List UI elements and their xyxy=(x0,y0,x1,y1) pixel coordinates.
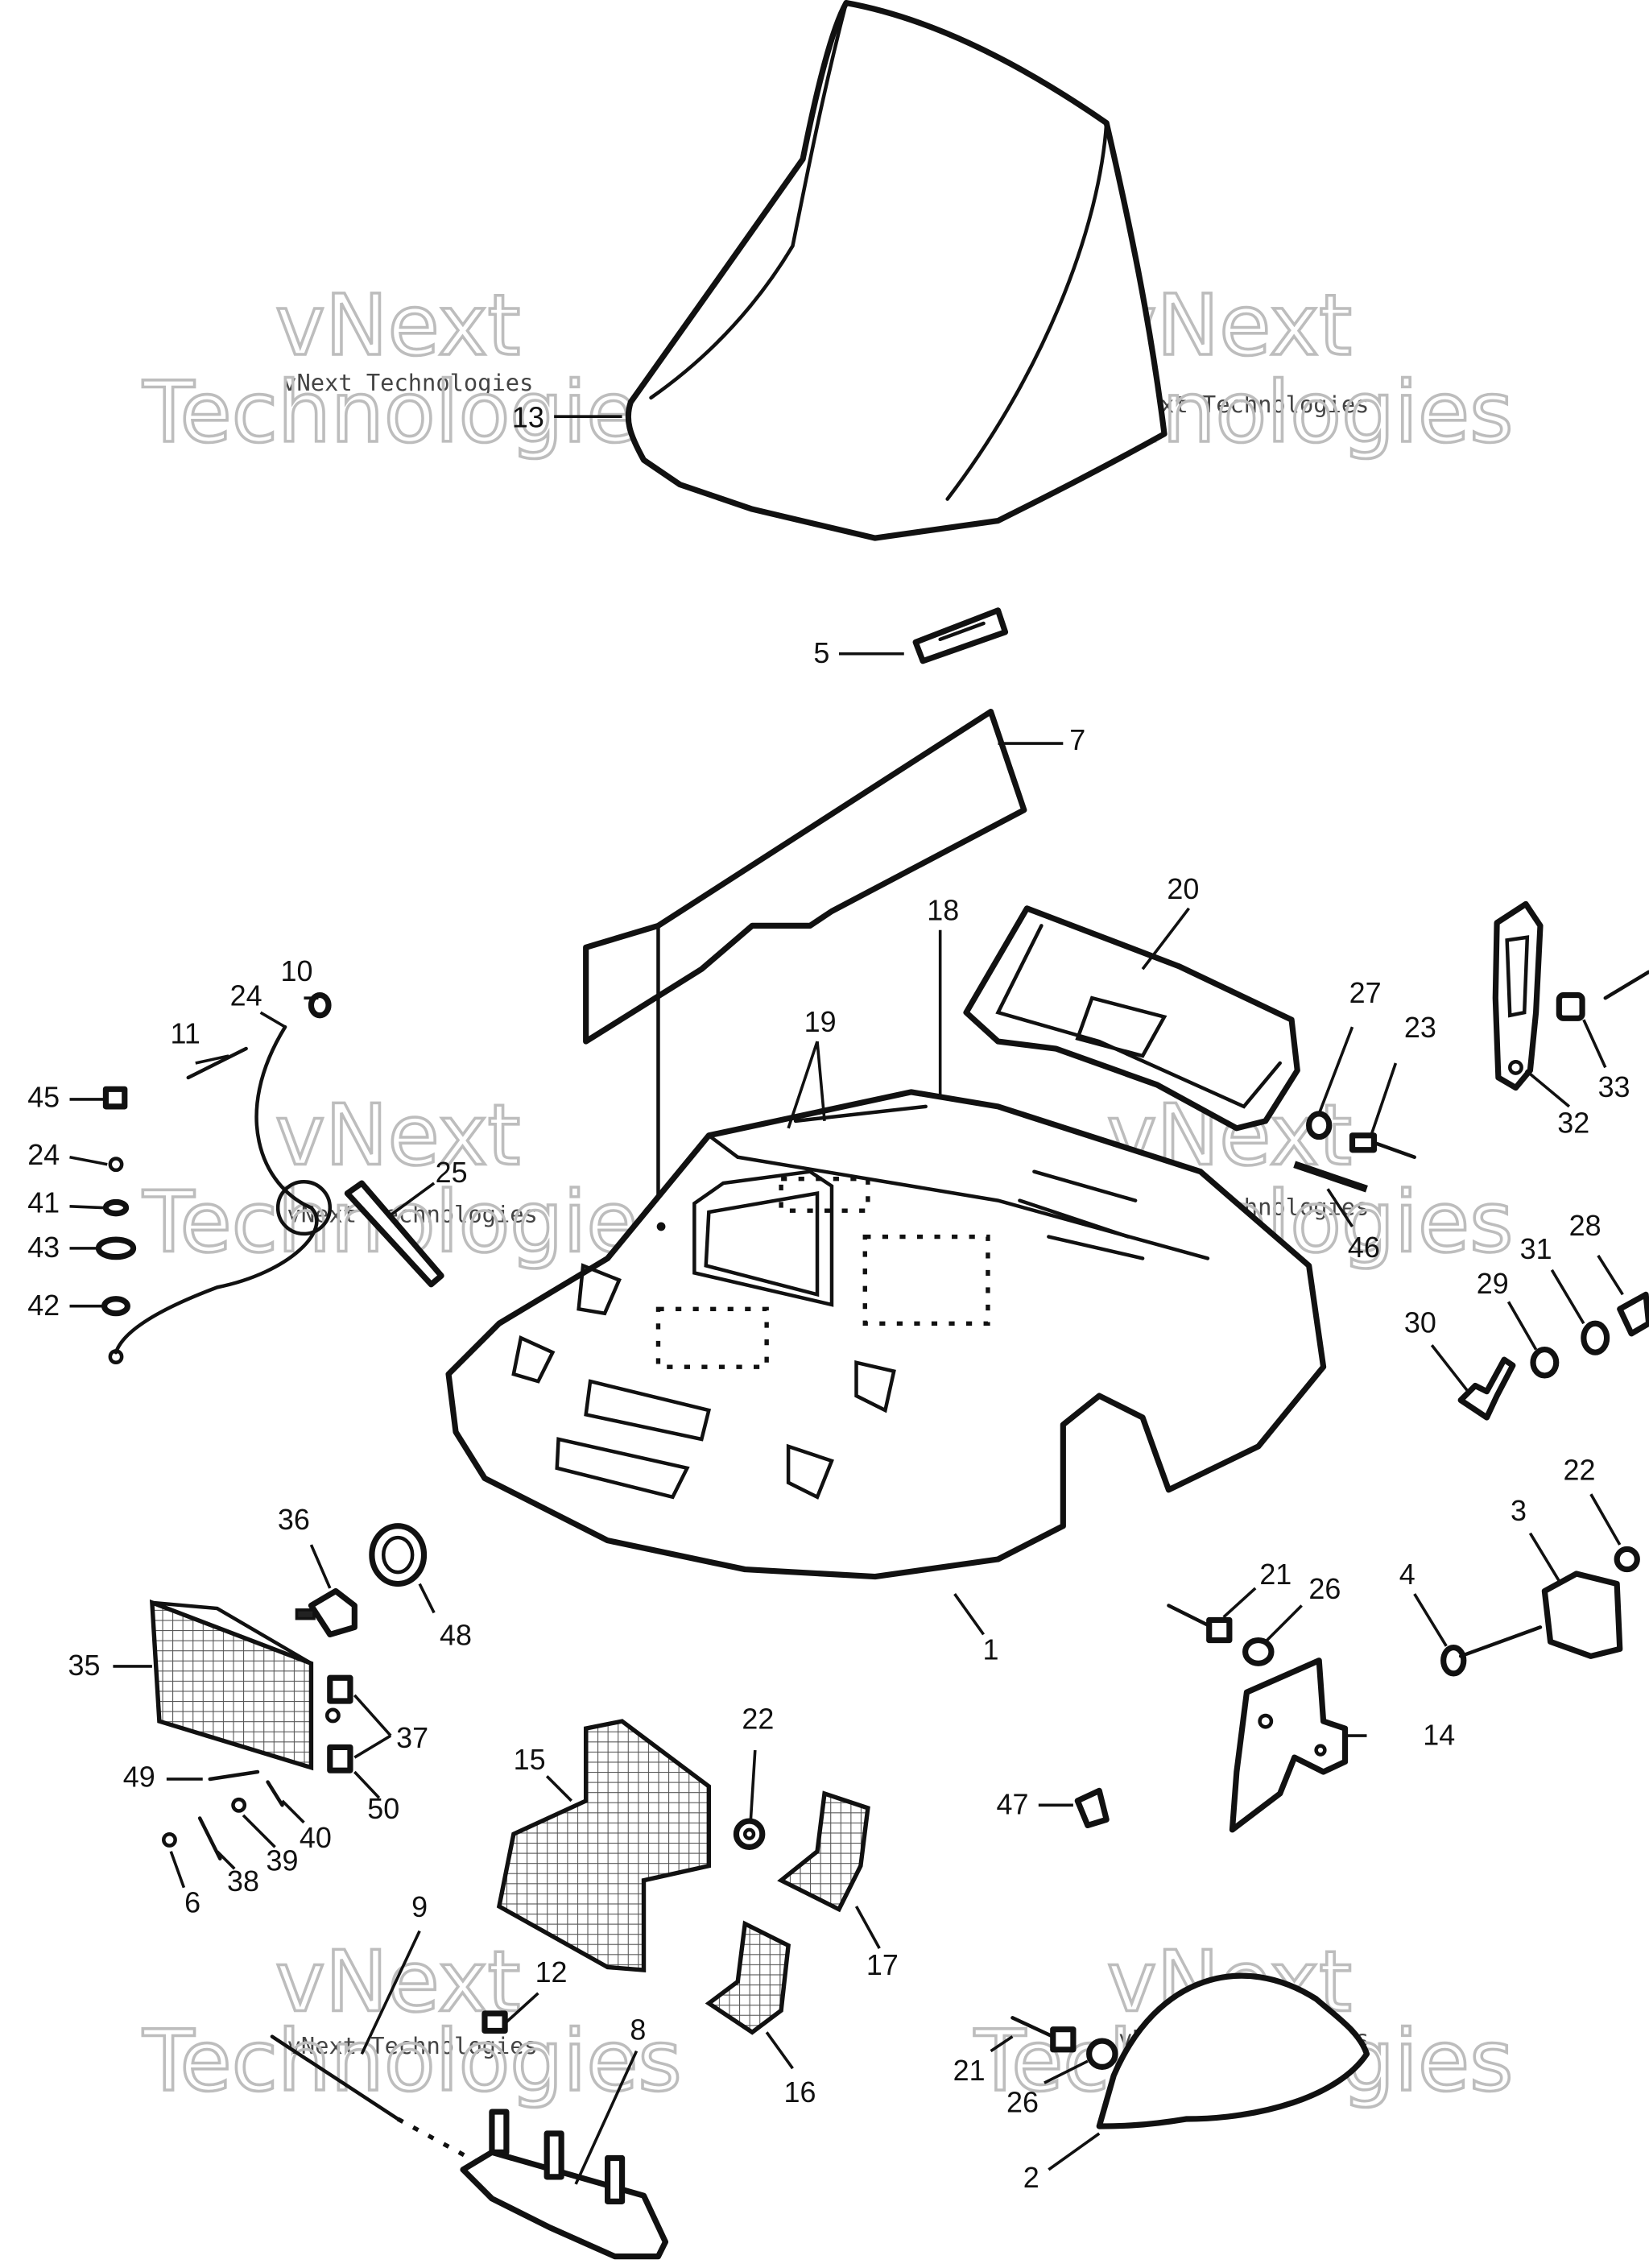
callout-26: 26 xyxy=(1006,2086,1039,2119)
washer-part xyxy=(1614,1546,1640,1573)
callout-40: 40 xyxy=(300,1821,332,1854)
callout-45: 45 xyxy=(27,1080,60,1113)
callout-35: 35 xyxy=(68,1649,101,1682)
callout-10: 10 xyxy=(281,954,313,987)
watermark-big-1: vNext xyxy=(275,1086,520,1185)
callout-16: 16 xyxy=(783,2076,816,2109)
callout-9: 9 xyxy=(411,1890,428,1923)
callout-21: 21 xyxy=(1259,1558,1292,1591)
nut-part xyxy=(481,2010,508,2034)
callout-50: 50 xyxy=(367,1792,399,1825)
callout-38: 38 xyxy=(227,1864,259,1898)
callout-4: 4 xyxy=(1399,1558,1415,1591)
watermark-mid-left: vNext vNext Technologies Technologies xyxy=(141,1085,684,1273)
handle-part xyxy=(1492,900,1544,1091)
callout-6: 6 xyxy=(184,1886,200,1919)
callout-33: 33 xyxy=(1598,1070,1630,1103)
hood-part xyxy=(445,1089,1327,1580)
watermark-bottom-left: vNext vNext Technologies Technologies xyxy=(141,1931,684,2112)
mesh-bracket-part xyxy=(777,1790,870,1913)
bracket-part xyxy=(1541,1571,1623,1659)
callout-21: 21 xyxy=(953,2054,986,2087)
screws-part xyxy=(162,1769,284,1860)
washer-part xyxy=(1306,1111,1333,1140)
callout-31: 31 xyxy=(1520,1232,1552,1265)
lower-guard-part xyxy=(1096,1972,1370,2129)
callout-5: 5 xyxy=(813,636,829,669)
callout-20: 20 xyxy=(1167,872,1199,905)
mounting-plate-part xyxy=(460,2109,669,2260)
callout-42: 42 xyxy=(27,1289,60,1322)
callout-37: 37 xyxy=(396,1721,428,1754)
mesh-grill-part xyxy=(496,1719,712,1972)
clip-part xyxy=(912,607,1009,664)
callout-47: 47 xyxy=(996,1788,1028,1821)
headlamp-part xyxy=(149,1599,353,1773)
callout-46: 46 xyxy=(1348,1231,1380,1264)
foam-panel-part xyxy=(583,709,1027,1231)
bolt-part xyxy=(1440,1625,1543,1677)
callout-28: 28 xyxy=(1569,1209,1601,1242)
callout-19: 19 xyxy=(804,1005,837,1038)
callout-12: 12 xyxy=(535,1956,568,1989)
cable-assembly-part xyxy=(95,992,444,1364)
callout-29: 29 xyxy=(1477,1267,1509,1300)
callout-7: 7 xyxy=(1069,723,1085,756)
callout-1: 1 xyxy=(983,1633,999,1666)
rivet-part xyxy=(1349,1132,1416,1159)
callout-39: 39 xyxy=(267,1844,299,1877)
watermark-small: vNext Technologies xyxy=(287,2032,538,2059)
callout-11: 11 xyxy=(171,1016,200,1049)
bolt-edge-part xyxy=(1603,970,1649,1000)
bolt-hardware-part xyxy=(1457,1291,1649,1421)
callout-49: 49 xyxy=(123,1760,155,1793)
callout-36: 36 xyxy=(278,1503,310,1536)
callout-3: 3 xyxy=(1511,1494,1527,1527)
callout-18: 18 xyxy=(927,894,959,927)
callout-27: 27 xyxy=(1349,976,1382,1009)
ring-part xyxy=(369,1523,428,1587)
watermark-small: vNext Technologies xyxy=(283,369,533,396)
clip-part xyxy=(1074,1787,1110,1829)
leader-lines xyxy=(69,415,1624,2185)
callout-23: 23 xyxy=(1404,1011,1436,1044)
callout-13: 13 xyxy=(512,400,544,433)
bulb-part xyxy=(295,1587,357,1637)
mud-flap-part xyxy=(1229,1658,1349,1833)
windshield-part xyxy=(625,0,1168,541)
callout-25: 25 xyxy=(436,1156,468,1189)
callout-14: 14 xyxy=(1423,1718,1455,1751)
watermark-big-1: vNext xyxy=(275,1932,520,2030)
tray-part xyxy=(963,905,1300,1132)
watermark-big-2: Technologies xyxy=(143,2012,682,2110)
callout-15: 15 xyxy=(514,1743,546,1776)
watermark-big-1: vNext xyxy=(275,276,520,375)
callout-22: 22 xyxy=(1563,1454,1595,1487)
callout-41: 41 xyxy=(27,1186,60,1219)
rod-part xyxy=(270,2034,479,2165)
callout-30: 30 xyxy=(1404,1306,1436,1339)
watermark-big-2: Technologies xyxy=(143,363,682,461)
star-washer-part xyxy=(733,1818,766,1850)
callout-8: 8 xyxy=(630,2013,646,2047)
callout-48: 48 xyxy=(440,1618,472,1651)
watermark-top-left: vNext vNext Technologies Technologies xyxy=(141,275,684,462)
callout-32: 32 xyxy=(1557,1107,1589,1140)
mesh-bracket-part xyxy=(705,1920,791,2035)
callout-43: 43 xyxy=(27,1231,60,1264)
callout-24: 24 xyxy=(27,1138,60,1171)
callout-24: 24 xyxy=(230,979,262,1012)
locator-dot xyxy=(656,1222,666,1231)
callout-26: 26 xyxy=(1308,1572,1341,1605)
callout-22: 22 xyxy=(742,1703,774,1736)
rod-part xyxy=(1293,1161,1368,1193)
callout-2: 2 xyxy=(1023,2161,1039,2194)
spacer-part xyxy=(1556,992,1585,1021)
callout-labels: 13 5 7 18 20 19 27 23 32 33 10 24 11 45 … xyxy=(27,400,1630,2194)
callout-17: 17 xyxy=(866,1948,899,1981)
rivet-part xyxy=(1167,1604,1275,1666)
rivet-part xyxy=(1010,2016,1118,2070)
